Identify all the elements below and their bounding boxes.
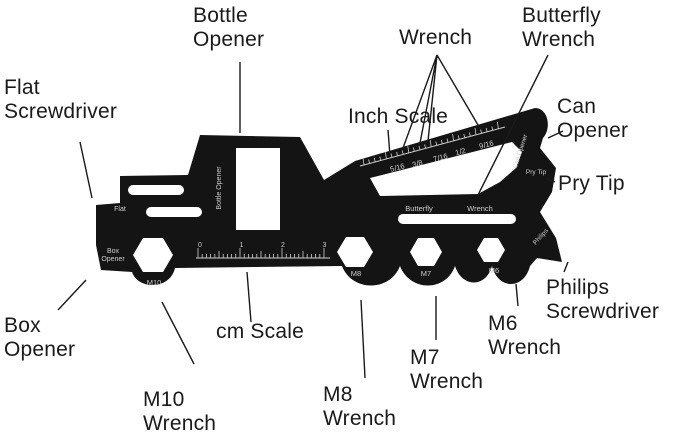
inch-scale-tick	[385, 151, 387, 160]
inch-scale-tick	[390, 153, 393, 158]
inch-scale-tick-label: 9/16	[478, 138, 494, 150]
wrench-leader	[427, 54, 438, 142]
inch-scale-tick	[463, 133, 466, 139]
m6-wrench-leader	[515, 283, 519, 307]
pry-tip-label: Pry Tip	[558, 172, 625, 195]
inch-scale-label: Inch Scale	[348, 105, 449, 128]
cm-scale-tick-label: 0	[198, 242, 202, 249]
box-opener-engraving: Opener	[101, 256, 125, 263]
m10-wrench-leader	[161, 301, 195, 365]
inch-scale-tick-label: 3/8	[411, 158, 423, 169]
inch-scale-tick	[396, 151, 398, 157]
inch-scale-tick	[446, 138, 449, 143]
cm-scale-tick-label: 3	[323, 242, 327, 249]
inch-scale-tick	[368, 159, 370, 164]
inch-scale-tick	[452, 133, 454, 142]
inch-scale-tick	[441, 139, 443, 145]
inch-scale-tick	[401, 150, 404, 155]
inch-scale-tick	[491, 126, 494, 131]
philips-leader	[563, 261, 569, 273]
m7-engraving: M7	[421, 269, 431, 278]
butterfly-wrench-leader	[477, 54, 549, 196]
m8-engraving: M8	[351, 269, 361, 278]
cm-scale-label: cm Scale	[216, 320, 304, 343]
inch-scale-tick	[480, 129, 482, 134]
m6-engraving: M6	[489, 266, 499, 275]
flat-engraving: Flat	[114, 206, 126, 213]
inch-scale-tick	[469, 132, 471, 137]
inch-scale-tick	[474, 127, 477, 136]
can-opener-leader	[547, 130, 564, 139]
inch-scale-tick	[457, 135, 460, 140]
inch-scale-tick-label: 5/16	[389, 161, 405, 173]
wrench-leader	[419, 54, 438, 144]
cm-scale-tick-label: 2	[281, 242, 285, 249]
wrench-leader	[436, 54, 479, 126]
inch-scale-tick	[435, 141, 438, 146]
wrench-engraving: Wrench	[467, 204, 493, 213]
m8-wrench-leader	[360, 299, 366, 379]
cm-scale-tick-label: 1	[240, 242, 244, 249]
inch-scale-tick	[418, 145, 421, 151]
inch-scale-tick	[362, 157, 365, 166]
butterfly-engraving: Butterfly	[405, 204, 433, 213]
inch-scale-tick	[373, 157, 376, 163]
inch-scale-tick	[485, 127, 488, 133]
m10-engraving: M10	[147, 278, 162, 287]
inch-scale-tick	[424, 144, 426, 149]
inch-scale-leader	[387, 129, 391, 157]
inch-scale-tick	[429, 139, 432, 148]
inch-scale-tick-label: 7/16	[432, 151, 448, 163]
inch-scale-tick	[497, 121, 499, 130]
wrench-label: Wrench	[399, 26, 473, 49]
pry-tip-leader	[545, 178, 556, 183]
box-opener-engraving: Box	[107, 248, 120, 255]
tool-body	[96, 108, 562, 286]
inch-scale-tick-label: 1/2	[454, 146, 466, 157]
inch-scale-tick	[379, 156, 382, 161]
cm-scale-leader	[246, 271, 252, 323]
inch-scale-tick	[407, 145, 410, 154]
flat-screwdriver-leader	[79, 141, 93, 199]
pry-tip-engraving: Pry Tip	[526, 169, 547, 176]
bottle-opener-engraving: Bottle Opener	[216, 166, 223, 210]
wrench-leader	[402, 54, 438, 149]
inch-scale-baseline	[359, 126, 506, 167]
inch-scale-tick	[413, 147, 415, 152]
box-opener-leader	[57, 279, 87, 311]
